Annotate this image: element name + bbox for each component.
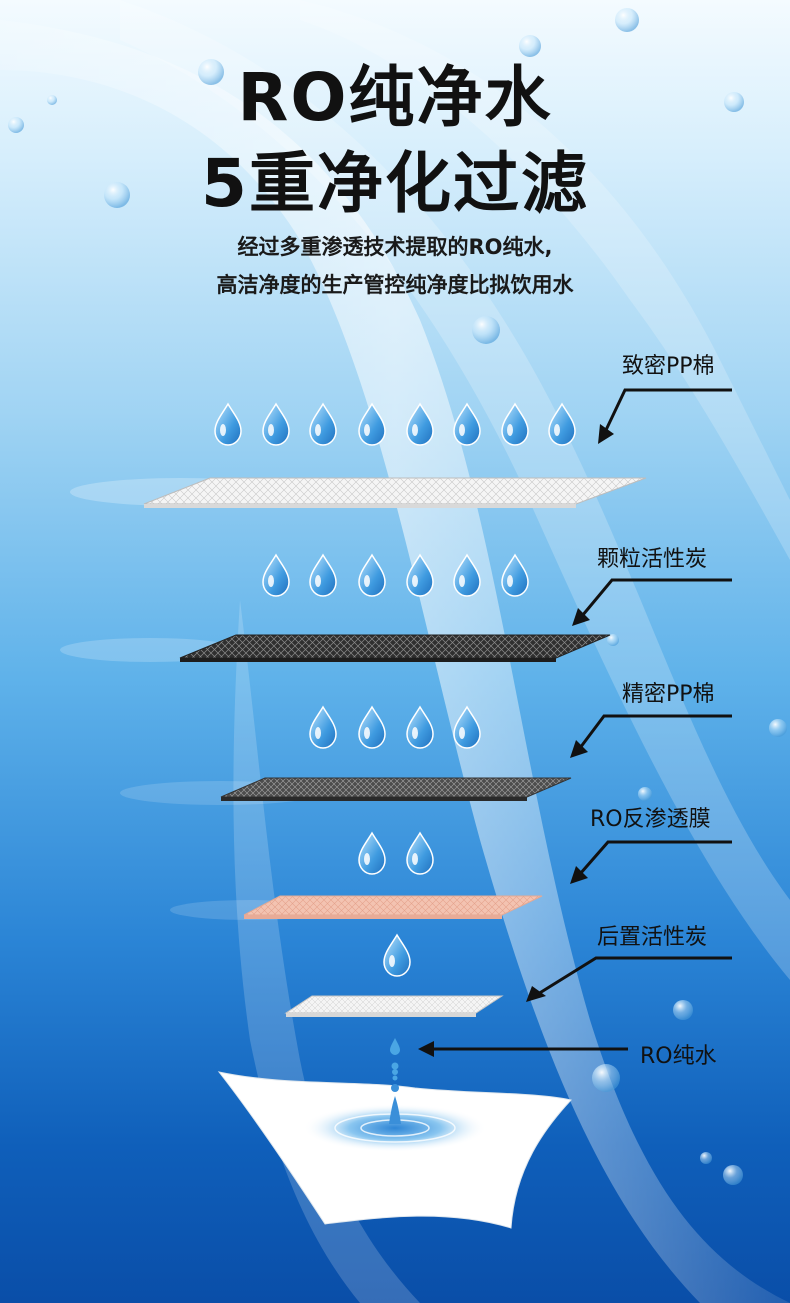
water-splash-icon: [217, 1069, 572, 1229]
description-line-2: 高洁净度的生产管控纯净度比拟饮用水: [216, 273, 574, 297]
layer-label-ro-membrane: RO反渗透膜: [590, 807, 711, 832]
layer-label-post-carbon: 后置活性炭: [597, 925, 708, 950]
water-drop-icon: [358, 832, 434, 875]
water-drop-icon: [390, 1038, 400, 1081]
filter-layer-dense-pp: [143, 477, 647, 508]
page-title: RO纯净水: [237, 59, 553, 136]
layer-label-granular-carbon: 颗粒活性炭: [597, 547, 708, 572]
bubble-icon: [8, 8, 787, 1185]
filter-layer-granular-carbon: [179, 634, 611, 662]
filter-layer-ro-membrane: [243, 895, 543, 919]
output-label-ro-water: RO纯水: [640, 1044, 717, 1069]
page-subtitle-heading: 5重净化过滤: [201, 145, 589, 222]
water-drop-icon: [262, 554, 529, 597]
filter-layer-fine-pp: [220, 777, 572, 801]
water-drop-icon: [383, 934, 411, 977]
layer-label-dense-pp: 致密PP棉: [622, 354, 715, 379]
layer-label-fine-pp: 精密PP棉: [622, 682, 715, 707]
water-drop-icon: [214, 403, 576, 446]
filter-layer-post-carbon: [284, 995, 504, 1017]
description-line-1: 经过多重渗透技术提取的RO纯水,: [237, 235, 553, 259]
water-drop-icon: [309, 706, 481, 749]
